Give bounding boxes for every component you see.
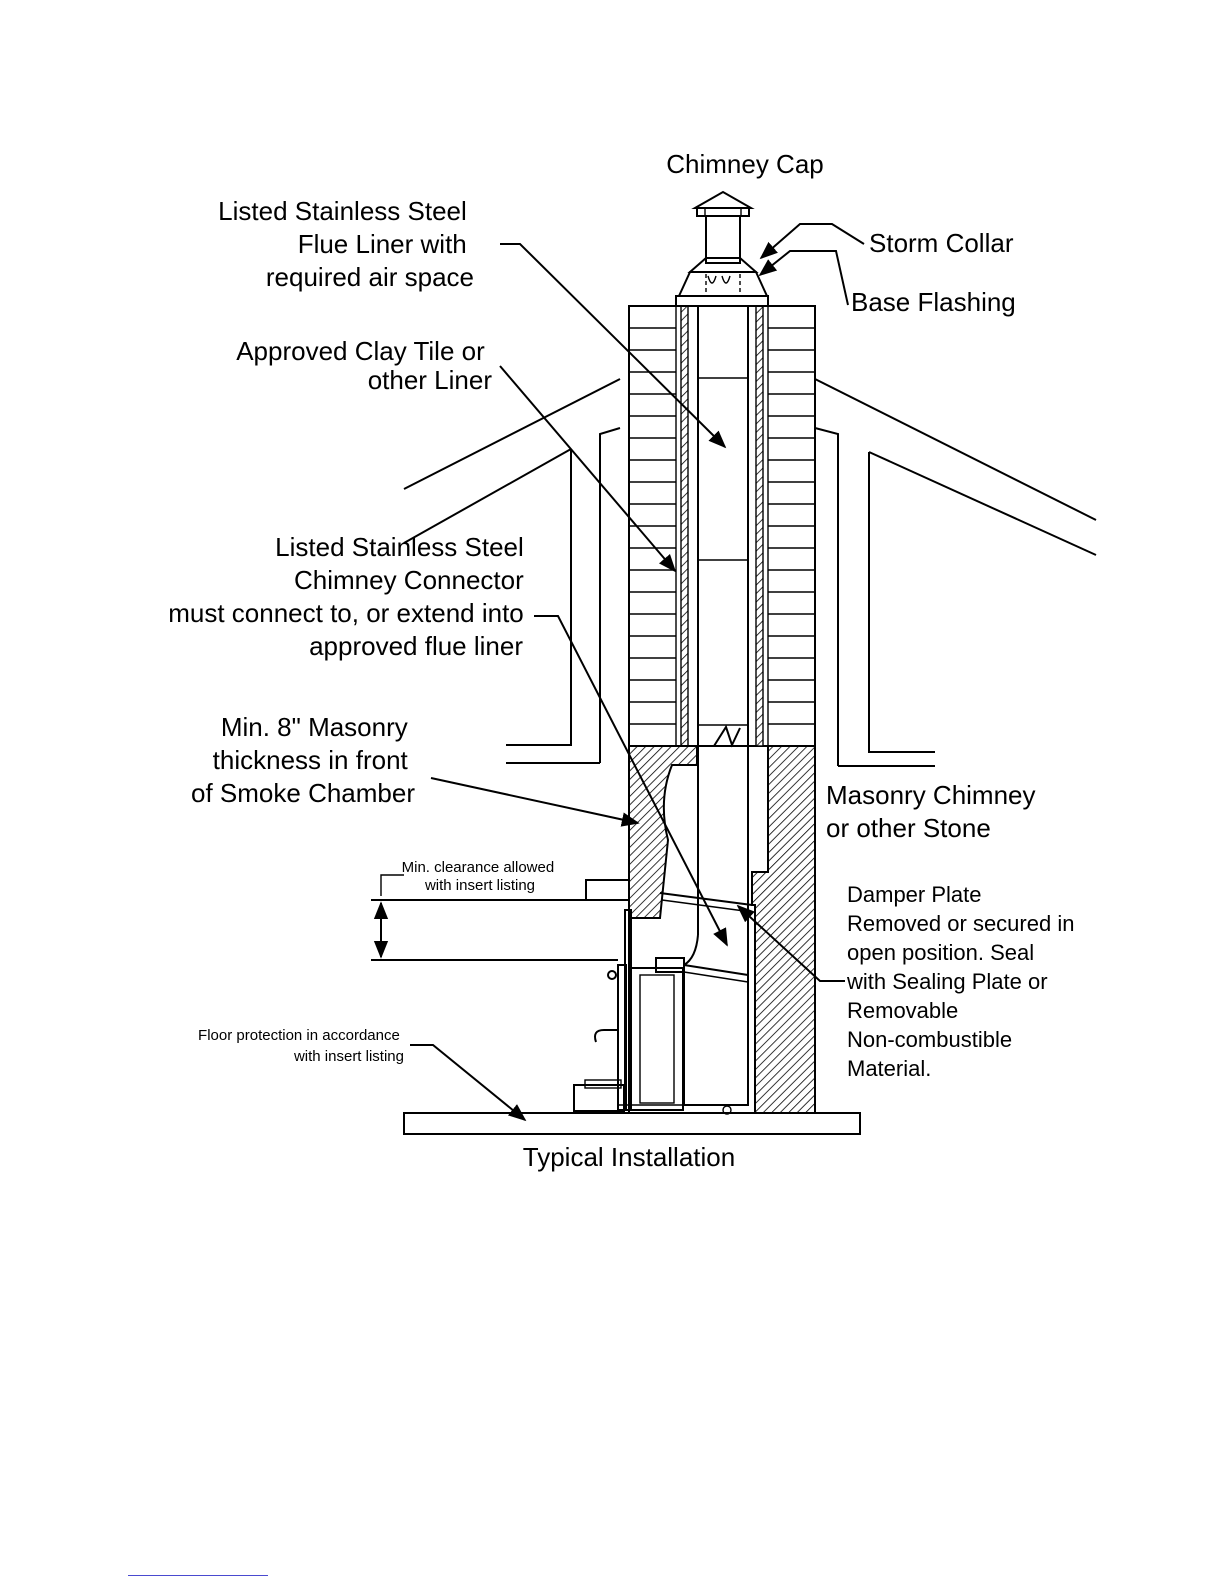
label-base-flashing: Base Flashing (851, 287, 1016, 317)
label-connector: Listed Stainless Steel Chimney Connector… (168, 532, 531, 661)
roof-lines (403, 378, 1097, 767)
footer-rule (128, 1575, 268, 1576)
leader-damper (736, 904, 845, 982)
svg-text:with Sealing Plate or: with Sealing Plate or (846, 969, 1048, 994)
chimney-cap-assembly (675, 190, 769, 307)
leader-storm-collar (759, 223, 865, 260)
leader-flue-liner (500, 243, 727, 449)
caption: Typical Installation (523, 1142, 735, 1172)
label-masonry-min: Min. 8" Masonry thickness in front of Sm… (191, 712, 415, 808)
label-masonry-chimney: Masonry Chimney or other Stone (826, 780, 1043, 843)
leader-connector (534, 615, 728, 947)
label-flue-liner: Listed Stainless Steel Flue Liner with r… (218, 196, 474, 292)
svg-text:Material.: Material. (847, 1056, 931, 1081)
svg-text:open position. Seal: open position. Seal (847, 940, 1034, 965)
leader-clay-tile (499, 365, 677, 573)
svg-text:Removable: Removable (847, 998, 958, 1023)
insert-stove (573, 909, 749, 1115)
label-chimney-cap: Chimney Cap (666, 149, 824, 179)
clay-tile-right (755, 305, 764, 747)
clay-tile-left (680, 305, 689, 747)
label-min-clearance: Min. clearance allowed with insert listi… (402, 859, 559, 894)
leader-lines (410, 223, 865, 1122)
svg-text:Removed or secured in: Removed or secured in (847, 911, 1074, 936)
clearance-dimension (371, 874, 618, 961)
masonry-lower (585, 745, 816, 1114)
label-storm-collar: Storm Collar (869, 228, 1014, 258)
leader-base-flashing (758, 250, 849, 306)
leader-floor (410, 1044, 527, 1122)
label-clay-tile: Approved Clay Tile or other Liner (236, 336, 492, 395)
brick-chimney (628, 305, 816, 748)
left-brick-rows (629, 327, 676, 725)
label-floor-protection: Floor protection in accordance with inse… (198, 1027, 404, 1065)
svg-text:Non-combustible: Non-combustible (847, 1027, 1012, 1052)
leader-masonry (430, 777, 640, 827)
hearth-floor (403, 1112, 861, 1135)
label-damper: Damper Plate Removed or secured in open … (846, 882, 1074, 1081)
right-brick-rows (768, 327, 815, 725)
svg-text:Damper Plate: Damper Plate (847, 882, 982, 907)
